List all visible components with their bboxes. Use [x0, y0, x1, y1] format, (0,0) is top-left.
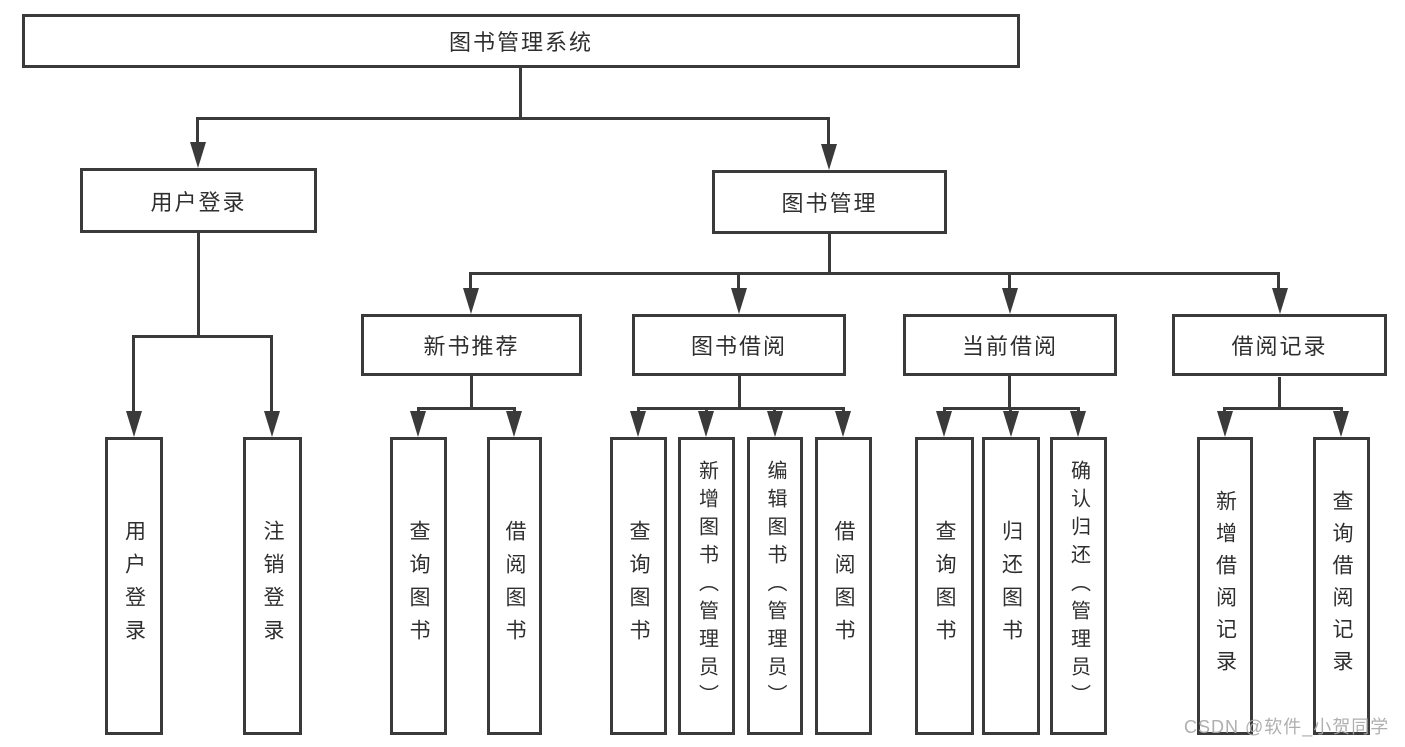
- connector: [1008, 376, 1011, 409]
- connector-user-login-bus: [132, 335, 273, 338]
- connector: [417, 407, 516, 410]
- leaf-add-borrow-record: 新增借阅记录: [1197, 437, 1253, 735]
- leaf-query-books-borrow: 查询图书: [610, 437, 667, 735]
- leaf-borrow-books-recommend: 借阅图书: [487, 437, 542, 735]
- arrowhead-down-icon: [506, 411, 522, 437]
- connector: [1223, 407, 1342, 410]
- connector-book-mgmt-stem: [828, 234, 831, 274]
- arrowhead-down-icon: [410, 411, 426, 437]
- connector: [1077, 407, 1080, 414]
- leaf-edit-books-admin: 编辑图书（管理员）: [747, 437, 803, 735]
- connector: [705, 407, 708, 414]
- connector: [637, 407, 845, 410]
- arrowhead-down-icon: [126, 411, 142, 437]
- node-book-management: 图书管理: [712, 170, 947, 234]
- leaf-label: 借阅图书: [832, 520, 855, 652]
- leaf-logout: 注销登录: [243, 437, 302, 735]
- connector: [1278, 377, 1281, 409]
- leaf-query-borrow-record: 查询借阅记录: [1313, 437, 1370, 735]
- connector: [1223, 407, 1226, 414]
- connector-book-mgmt-bus: [469, 272, 1280, 275]
- arrowhead-down-icon: [463, 288, 479, 314]
- leaf-label: 查询图书: [627, 520, 650, 652]
- arrowhead-down-icon: [1003, 411, 1019, 437]
- connector: [469, 272, 472, 290]
- arrowhead-down-icon: [1333, 411, 1349, 437]
- leaf-query-books-recommend: 查询图书: [390, 437, 447, 735]
- leaf-label: 编辑图书（管理员）: [764, 460, 786, 712]
- arrowhead-down-icon: [1272, 288, 1288, 314]
- connector: [1340, 407, 1343, 414]
- leaf-label: 查询借阅记录: [1330, 490, 1353, 682]
- node-label: 图书管理系统: [448, 30, 593, 55]
- connector: [773, 407, 776, 414]
- connector-root-stem: [519, 68, 522, 118]
- connector-user-login-stem: [197, 233, 200, 337]
- node-label: 图书管理: [781, 191, 878, 216]
- connector: [827, 117, 830, 147]
- node-book-borrowing: 图书借阅: [632, 314, 846, 376]
- leaf-return-books: 归还图书: [982, 437, 1040, 735]
- node-label: 用户登录: [150, 189, 247, 215]
- leaf-label: 查询图书: [933, 520, 956, 652]
- leaf-user-login: 用户登录: [105, 437, 163, 735]
- node-user-login: 用户登录: [80, 168, 317, 233]
- arrowhead-down-icon: [190, 142, 206, 168]
- arrowhead-down-icon: [1002, 288, 1018, 314]
- leaf-borrow-books: 借阅图书: [815, 437, 872, 735]
- connector: [196, 117, 199, 145]
- arrowhead-down-icon: [821, 144, 837, 170]
- leaf-label: 确认归还（管理员）: [1067, 460, 1090, 712]
- node-new-book-recommendation: 新书推荐: [361, 314, 582, 376]
- connector: [470, 376, 473, 409]
- node-label: 借阅记录: [1231, 334, 1328, 359]
- leaf-confirm-return-admin: 确认归还（管理员）: [1050, 437, 1107, 735]
- connector: [270, 335, 273, 413]
- connector: [417, 407, 420, 414]
- leaf-label: 新增图书（管理员）: [695, 460, 718, 712]
- arrowhead-down-icon: [731, 288, 747, 314]
- connector: [738, 376, 741, 409]
- connector-root-bus: [197, 117, 830, 120]
- leaf-add-books-admin: 新增图书（管理员）: [678, 437, 735, 735]
- leaf-label: 查询图书: [407, 520, 430, 652]
- node-library-management-system: 图书管理系统: [22, 14, 1020, 68]
- connector: [1277, 272, 1280, 290]
- node-label: 图书借阅: [690, 334, 787, 359]
- connector: [1008, 272, 1011, 290]
- connector: [132, 335, 135, 413]
- csdn-watermark: CSDN @软件_小贺同学: [1184, 717, 1390, 737]
- arrowhead-down-icon: [1217, 411, 1233, 437]
- arrowhead-down-icon: [630, 411, 646, 437]
- arrowhead-down-icon: [1070, 411, 1086, 437]
- arrowhead-down-icon: [767, 411, 783, 437]
- connector: [943, 407, 946, 414]
- node-label: 新书推荐: [423, 334, 520, 359]
- connector: [1009, 407, 1012, 414]
- node-current-borrowing: 当前借阅: [903, 314, 1117, 376]
- leaf-label: 借阅图书: [503, 520, 526, 652]
- connector: [842, 407, 845, 414]
- node-label: 当前借阅: [961, 334, 1058, 359]
- leaf-label: 注销登录: [261, 520, 284, 652]
- connector: [513, 407, 516, 414]
- arrowhead-down-icon: [835, 411, 851, 437]
- connector: [637, 407, 640, 414]
- leaf-label: 新增借阅记录: [1213, 490, 1237, 682]
- leaf-label: 归还图书: [999, 520, 1023, 652]
- connector: [737, 272, 740, 290]
- leaf-label: 用户登录: [122, 520, 146, 652]
- leaf-query-books-current: 查询图书: [915, 437, 974, 735]
- arrowhead-down-icon: [264, 411, 280, 437]
- node-borrowing-records: 借阅记录: [1172, 314, 1387, 376]
- arrowhead-down-icon: [936, 411, 952, 437]
- arrowhead-down-icon: [698, 411, 714, 437]
